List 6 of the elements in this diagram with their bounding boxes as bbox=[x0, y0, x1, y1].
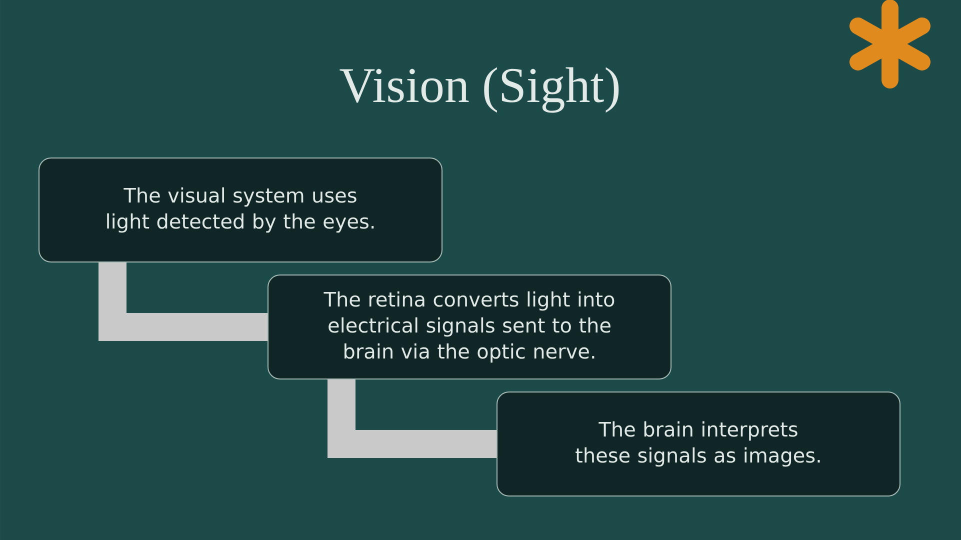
connector-bar bbox=[328, 380, 496, 458]
text-box: The visual system uses light detected by the eyes. bbox=[38, 158, 442, 262]
connector-bar bbox=[98, 262, 268, 341]
title: Vision (Sight) bbox=[340, 67, 619, 113]
text-box: The retina converts light into electrical signals sent to the brain via the optic nerve. bbox=[268, 274, 672, 380]
text-box: The brain interprets these signals as images. bbox=[496, 392, 900, 496]
